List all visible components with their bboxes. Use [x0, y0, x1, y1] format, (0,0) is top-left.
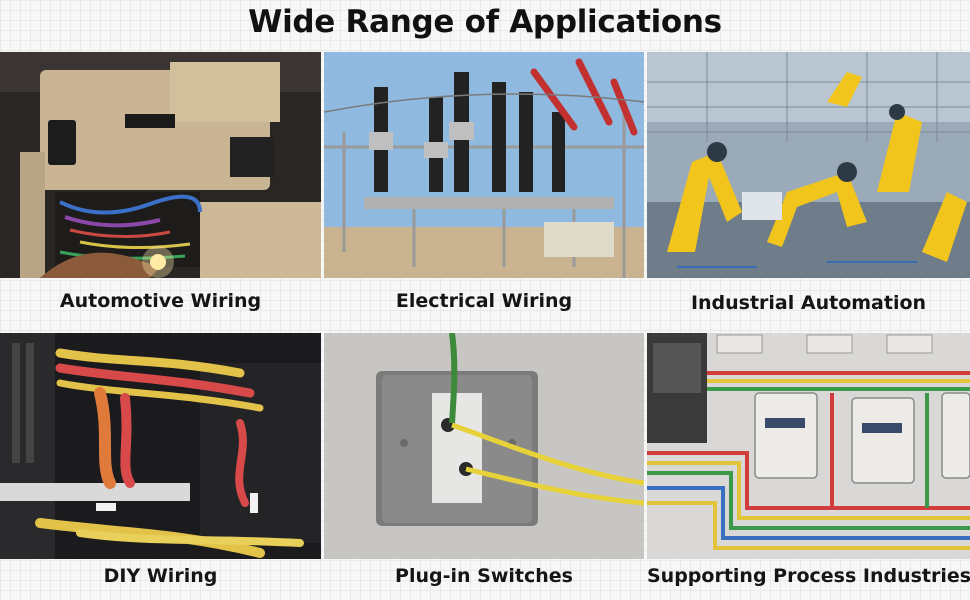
caption-industrial-automation: Industrial Automation — [690, 292, 927, 314]
caption-diy-wiring: DIY Wiring — [103, 565, 218, 587]
plug-in-switches-image — [324, 333, 644, 559]
industrial-automation-image — [647, 52, 970, 278]
page-title: Wide Range of Applications — [248, 4, 722, 40]
caption-plug-in-switches: Plug-in Switches — [395, 565, 573, 587]
caption-electrical-wiring: Electrical Wiring — [395, 290, 573, 312]
process-industries-image — [647, 333, 970, 559]
automotive-wiring-image — [0, 52, 321, 278]
electrical-wiring-image — [324, 52, 644, 278]
caption-automotive-wiring: Automotive Wiring — [59, 290, 262, 312]
diy-wiring-image — [0, 333, 321, 559]
caption-supporting-process-industries: Supporting Process Industries — [647, 565, 970, 587]
